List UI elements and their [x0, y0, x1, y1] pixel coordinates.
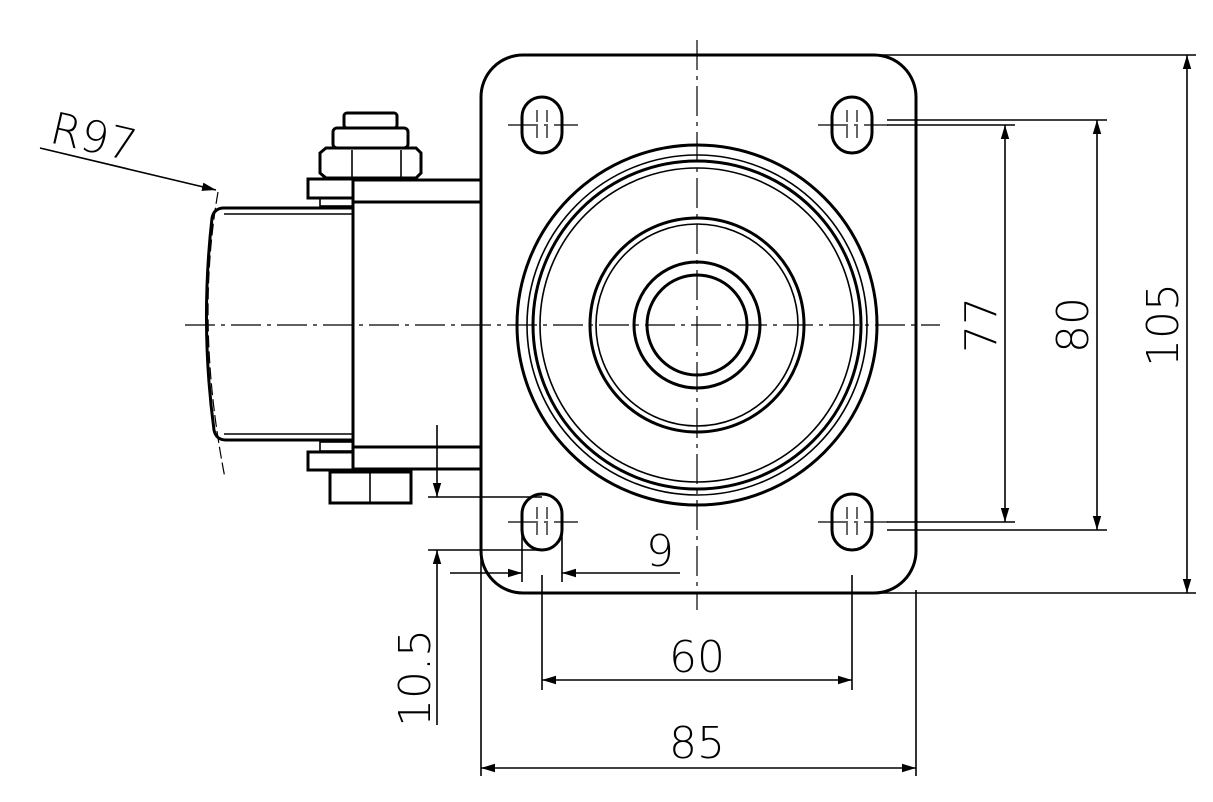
side-view-fork [306, 177, 483, 472]
dimension-10-5: 10.5 [390, 425, 542, 727]
dimension-9: 9 [450, 526, 680, 582]
swivel-bearing [515, 143, 879, 507]
dim-10-5-label: 10.5 [390, 629, 441, 727]
wheel-side [204, 191, 353, 479]
radius-label: R97 [46, 103, 142, 172]
radius-dimension: R97 [39, 103, 217, 191]
kingpin-nut [318, 111, 423, 505]
dim-9-label: 9 [646, 526, 674, 577]
centerlines [185, 40, 940, 610]
dim-80-label: 80 [1048, 297, 1099, 353]
dim-77-label: 77 [956, 297, 1007, 353]
dimension-77: 77 [887, 124, 1015, 523]
dim-60-label: 60 [669, 632, 725, 683]
dimension-80: 80 [887, 119, 1107, 531]
mounting-slots [508, 95, 888, 552]
dimension-105: 105 [870, 54, 1196, 594]
dimension-60: 60 [541, 575, 853, 690]
mounting-plate [479, 53, 918, 595]
dim-85-label: 85 [669, 718, 725, 769]
dimension-85: 85 [480, 545, 917, 776]
dim-105-label: 105 [1138, 283, 1189, 367]
